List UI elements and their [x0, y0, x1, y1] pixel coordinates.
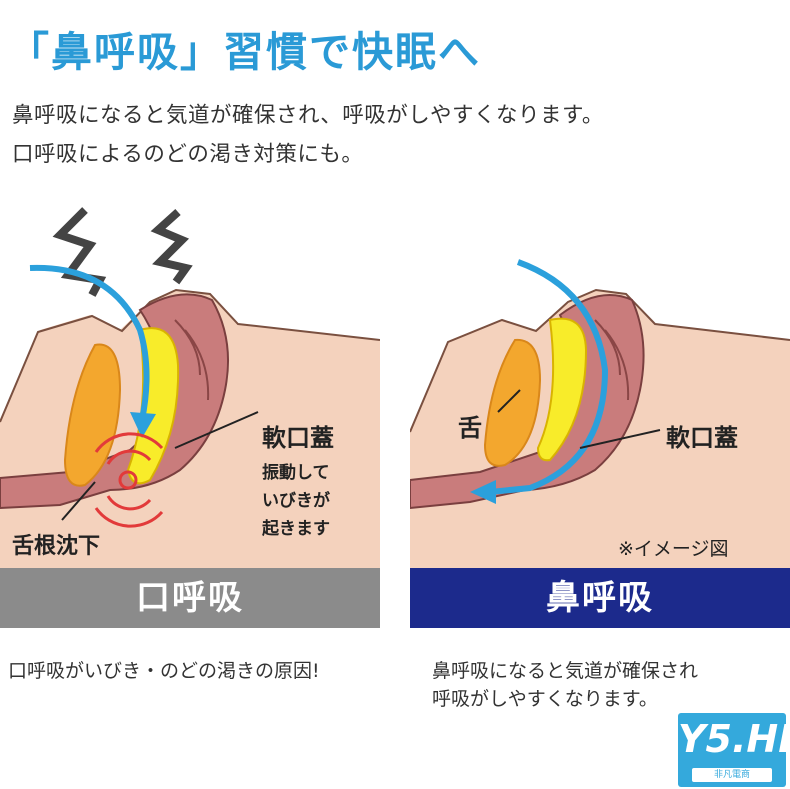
logo-main-text: Y5.HK — [678, 717, 790, 761]
tissue-folds — [174, 319, 210, 401]
face-outline — [410, 288, 790, 433]
nose-breathing-band: 鼻呼吸 — [410, 568, 790, 628]
brand-logo: Y5.HK 非凡電商 — [678, 713, 790, 787]
snore-zigzag-2-icon — [150, 209, 193, 285]
soft-palate-label: 軟口蓋 — [666, 424, 738, 452]
vibration-note-line-1: 振動して — [262, 463, 330, 483]
airflow-arrow — [489, 259, 609, 495]
soft-palate-label: 軟口蓋 — [262, 424, 334, 452]
logo-tagline: 非凡電商 — [692, 768, 772, 782]
tongue-root-pointer — [61, 481, 96, 521]
page-title: 「鼻呼吸」習慣で快眠へ — [8, 28, 481, 76]
soft-palate-shape — [536, 317, 588, 462]
tongue-root-label: 舌根沈下 — [12, 534, 101, 559]
airflow-arrowhead-icon — [130, 412, 156, 438]
soft-palate-pointer — [174, 411, 259, 449]
airflow-arrow — [29, 264, 150, 421]
soft-palate-pointer — [579, 429, 661, 449]
nose-breathing-illustration — [410, 259, 790, 568]
vibration-icon — [94, 432, 164, 528]
airflow-arrowhead-icon — [470, 480, 496, 504]
mouth-breathing-caption: 口呼吸がいびき・のどの渇きの原因! — [8, 660, 320, 682]
nose-breathing-panel: 舌 軟口蓋 ※イメージ図 鼻呼吸 — [410, 190, 790, 628]
tongue-label: 舌 — [458, 414, 482, 442]
image-note: ※イメージ図 — [618, 538, 729, 560]
face-outline — [0, 288, 380, 423]
subtitle-line-2: 口呼吸によるのどの渇き対策にも。 — [12, 142, 364, 167]
mouth-breathing-panel: 軟口蓋 振動して いびきが 起きます 舌根沈下 口呼吸 — [0, 190, 380, 628]
vibration-note-line-3: 起きます — [262, 519, 330, 539]
mouth-breathing-band: 口呼吸 — [0, 568, 380, 628]
tissue-folds — [594, 319, 630, 401]
nose-breathing-caption-line-2: 呼吸がしやすくなります。 — [432, 688, 658, 710]
tongue-pointer — [497, 389, 521, 413]
tongue-shape — [483, 338, 542, 467]
nose-breathing-caption-line-1: 鼻呼吸になると気道が確保され — [432, 660, 699, 682]
subtitle-line-1: 鼻呼吸になると気道が確保され、呼吸がしやすくなります。 — [12, 103, 604, 128]
vibration-note-line-2: いびきが — [262, 491, 330, 511]
tongue-shape — [63, 343, 122, 487]
mouth-breathing-illustration — [0, 207, 380, 568]
